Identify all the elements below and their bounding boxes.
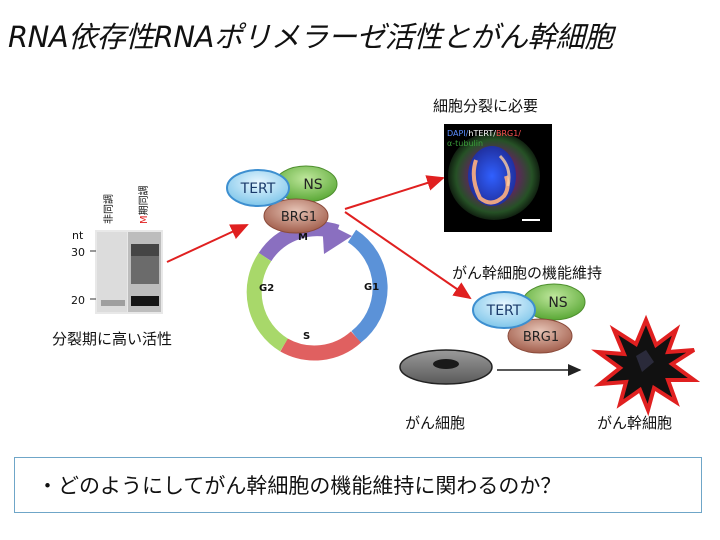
complex-top [226,165,338,234]
question-box: ・どのようにしてがん幹細胞の機能維持に関わるのか？ [14,457,702,513]
cancer-stem-cell-graphic [591,314,701,417]
cell-cycle-g2-phase [246,252,289,352]
stain-brg1: BRG1/ [496,129,521,138]
brg1-label-right: BRG1 [523,330,559,345]
tert-label: TERT [240,181,276,197]
brg1-protein-right [507,318,573,354]
cell-cycle-g1-phase [347,229,388,343]
brg1-label: BRG1 [281,210,317,225]
gel-unit-label: nt [72,229,84,242]
cancer-stem-cell-core [636,350,654,372]
gel-band-non-sync [101,300,125,306]
ns-label-right: NS [548,295,567,311]
maintenance-caption: がん幹細胞の機能維持 [452,264,603,282]
cell-cycle-s-phase [280,331,362,361]
cell-cycle-label-s: S [303,331,310,342]
cell-cycle-direction-arrow [322,221,352,254]
micrograph-spindle [498,154,511,187]
brg1-protein [263,198,329,234]
cell-cycle-label-g2: G2 [259,283,274,294]
page-title: RNA依存性RNAポリメラーゼ活性とがん幹細胞 [8,20,613,54]
stain-tubulin: α-tubulin [447,139,483,148]
gel-smear [131,256,159,284]
arrow-to-micrograph [344,175,445,210]
micrograph-chromatin [471,159,510,205]
gel-lane-label-sync: 期同調 [137,185,150,215]
cancer-cell-label: がん細胞 [405,414,466,432]
cancer-cell-nucleus [433,359,459,369]
tert-label-right: TERT [486,303,522,319]
micrograph-stain-legend: DAPI/hTERT/BRG1/ [447,129,521,138]
micrograph-caption: 細胞分裂に必要 [433,97,539,115]
gel-lane-label-m: M [139,215,150,224]
gel-caption: 分裂期に高い活性 [52,330,173,348]
arrow-gel-to-complex [166,224,249,263]
gel-band-upper [131,244,159,256]
stain-dapi: DAPI/ [447,129,469,138]
gel-lane-label-non-sync: 非同調 [102,194,115,224]
complex-right [472,283,586,354]
gel-lane-non-sync [97,232,127,312]
gel-blot [90,230,163,314]
gel-marker-30: 30 [71,246,85,259]
cancer-stem-cell-label: がん幹細胞 [597,414,673,432]
gel-band-lower [131,296,159,306]
cancer-cell-graphic [399,349,493,385]
arrow-to-stem-maintenance [344,211,472,300]
ns-label: NS [303,177,322,193]
question-text: ・どのようにしてがん幹細胞の機能維持に関わるのか？ [37,474,562,498]
micrograph [444,124,552,232]
stain-htert: hTERT/ [468,129,496,138]
gel-marker-20: 20 [71,294,85,307]
cell-cycle-label-g1: G1 [364,282,379,293]
cell-cycle-label-m: M [298,232,308,243]
tert-protein [226,169,290,207]
tert-protein-right [472,291,536,329]
gel-lane-label-m-phase: M期同調 [137,185,150,224]
